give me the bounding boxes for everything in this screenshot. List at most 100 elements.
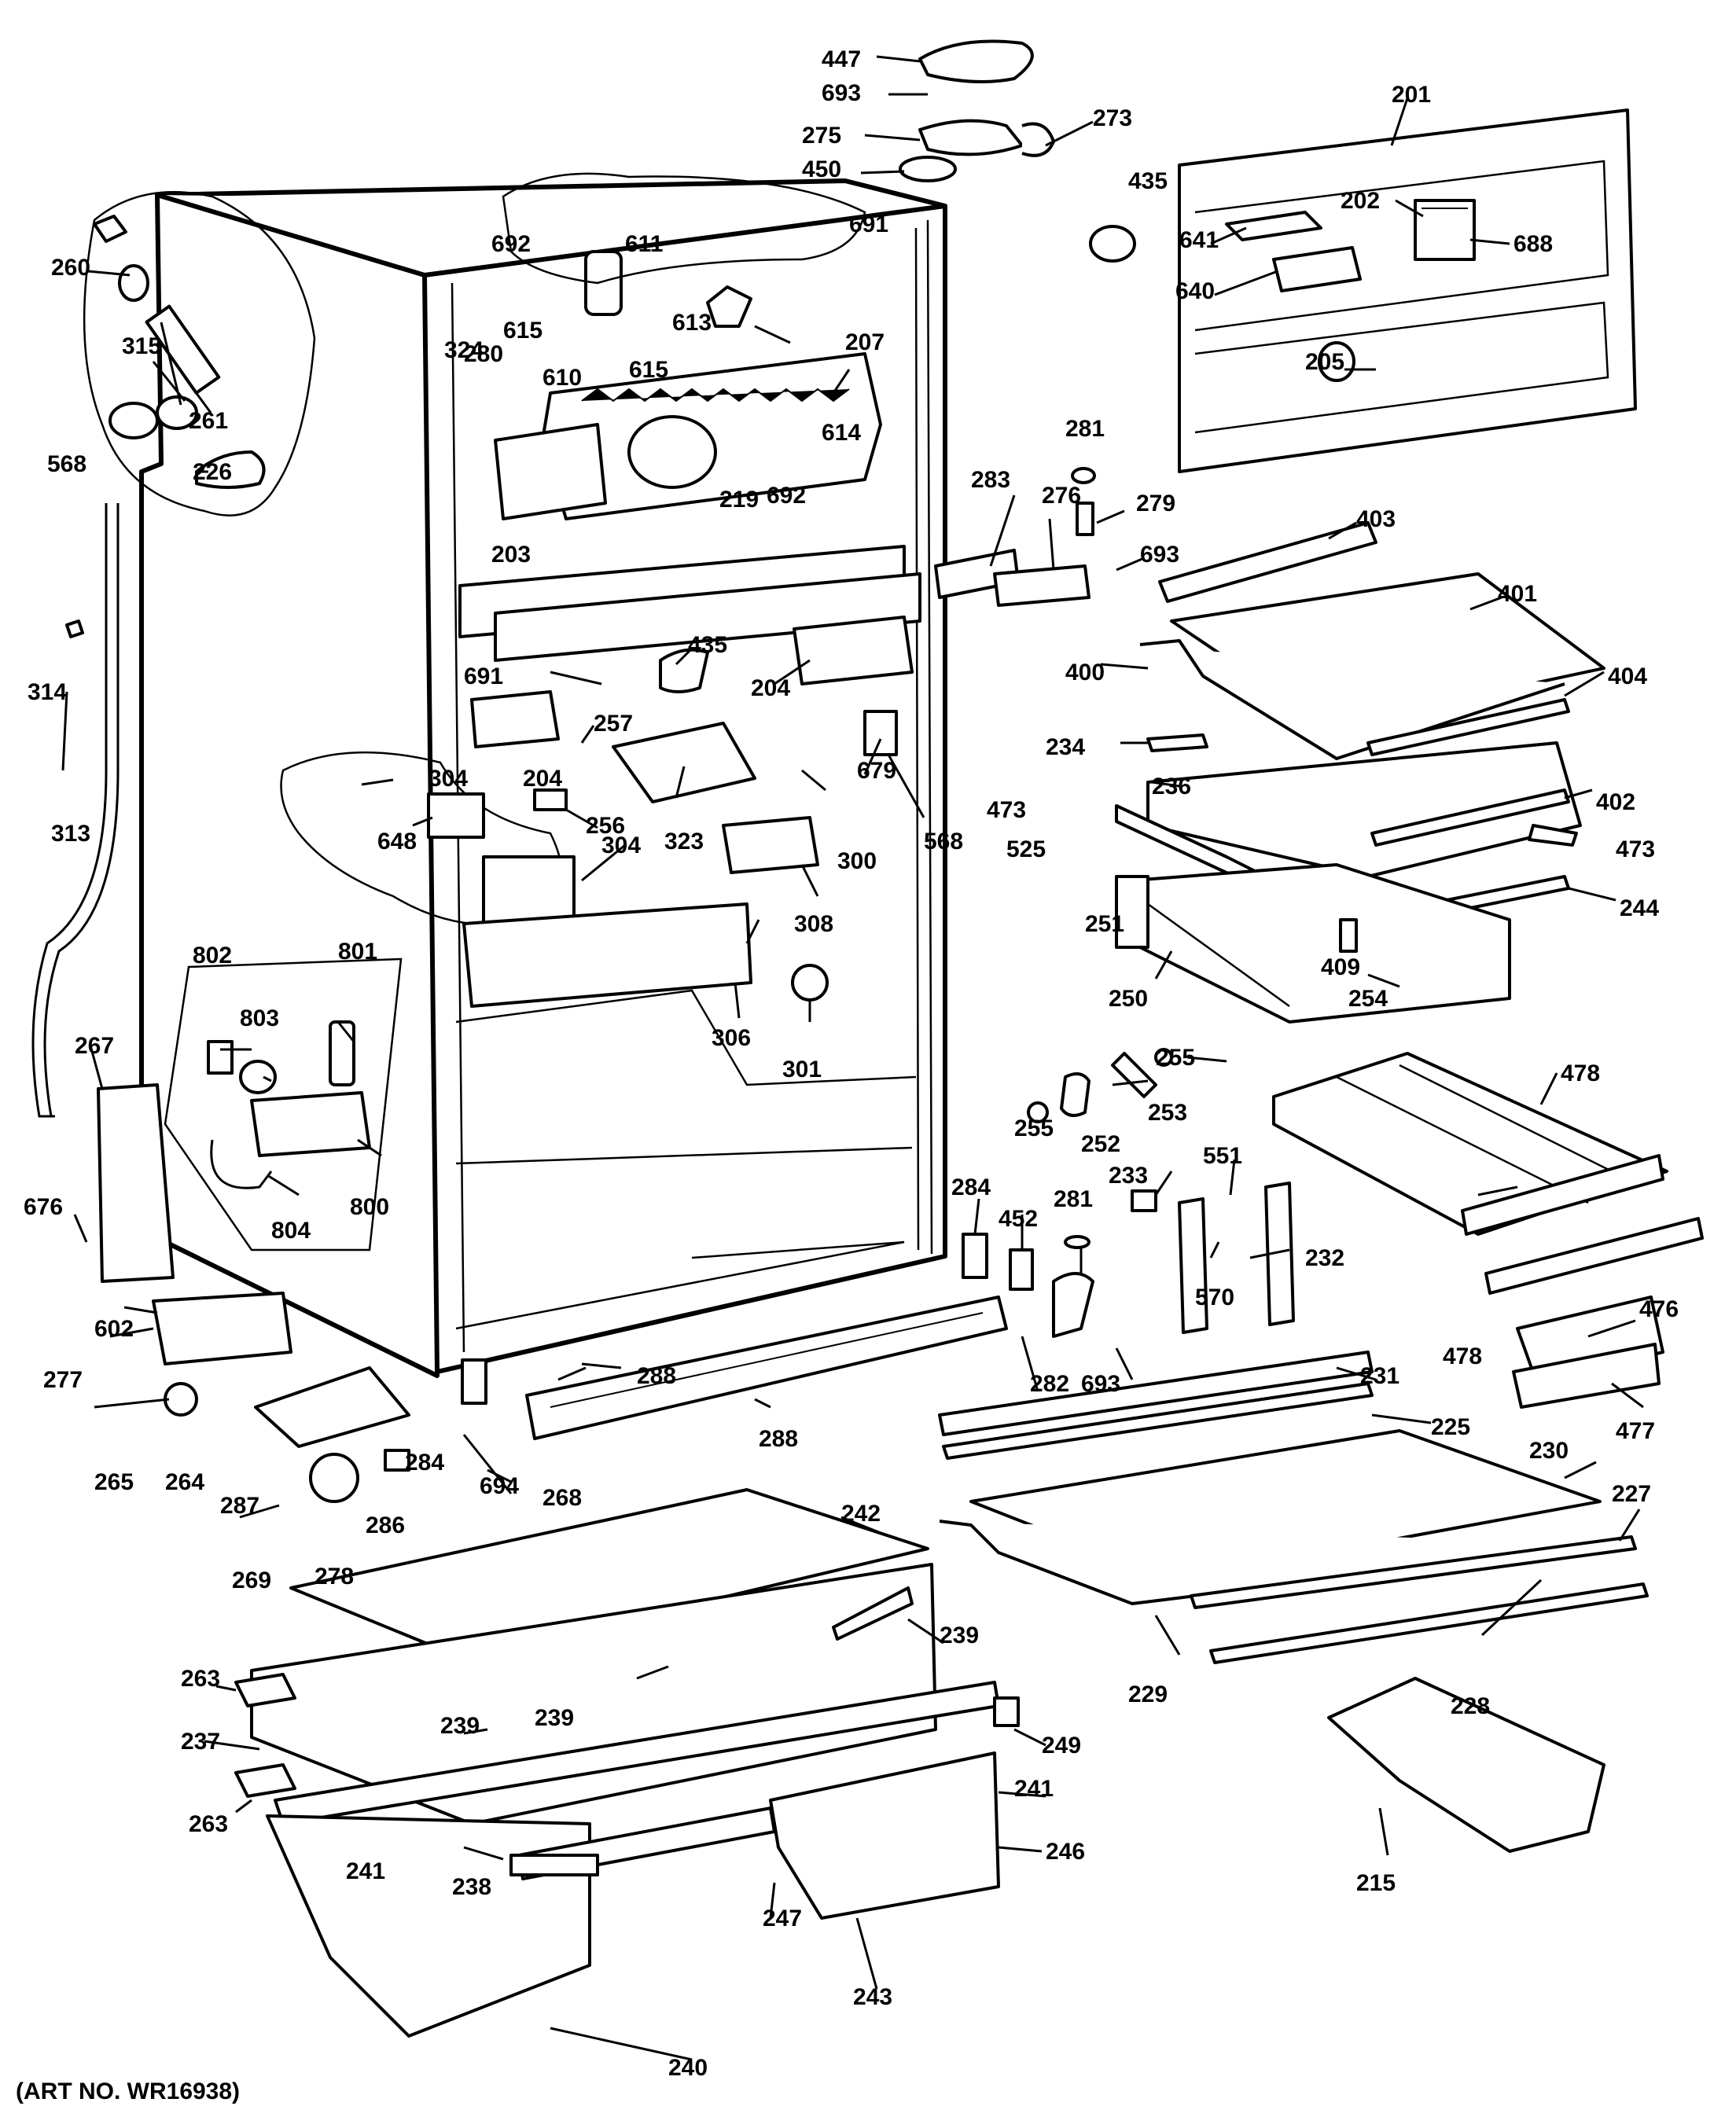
- freezer-back-panel: [1178, 108, 1637, 473]
- part-callout-473: 473: [987, 797, 1026, 823]
- part-callout-228: 228: [1451, 1693, 1490, 1719]
- part-callout-227: 227: [1612, 1481, 1651, 1507]
- part-callout-568: 568: [47, 451, 86, 477]
- part-callout-473: 473: [1616, 836, 1655, 862]
- part-callout-313: 313: [51, 821, 90, 847]
- bottom-grille-parts: [94, 1292, 1008, 1519]
- water-valve-parts: [31, 215, 266, 1118]
- part-callout-450: 450: [802, 156, 841, 182]
- part-callout-241: 241: [1014, 1776, 1054, 1802]
- part-callout-204: 204: [751, 675, 790, 701]
- part-callout-267: 267: [75, 1033, 114, 1059]
- part-callout-803: 803: [240, 1005, 279, 1031]
- part-callout-273: 273: [1093, 105, 1132, 131]
- part-callout-676: 676: [24, 1194, 63, 1220]
- part-callout-280: 280: [464, 341, 503, 367]
- part-callout-219: 219: [719, 487, 759, 513]
- part-callout-243: 243: [853, 1984, 892, 2010]
- part-callout-205: 205: [1305, 349, 1344, 375]
- part-callout-239: 239: [940, 1623, 979, 1648]
- part-callout-255: 255: [1014, 1115, 1054, 1141]
- part-callout-306: 306: [712, 1025, 751, 1051]
- hinge-and-shelves: [934, 467, 1605, 1024]
- part-callout-275: 275: [802, 123, 841, 149]
- part-callout-236: 236: [1152, 774, 1191, 799]
- part-callout-255: 255: [1156, 1045, 1195, 1071]
- part-callout-477: 477: [1616, 1418, 1655, 1444]
- part-callout-287: 287: [220, 1493, 259, 1519]
- part-callout-401: 401: [1498, 581, 1537, 607]
- part-callout-268: 268: [542, 1485, 582, 1511]
- part-callout-452: 452: [999, 1206, 1038, 1232]
- part-callout-525: 525: [1006, 836, 1046, 862]
- part-callout-694: 694: [480, 1473, 519, 1499]
- part-callout-568: 568: [924, 829, 963, 855]
- part-callout-315: 315: [122, 333, 161, 359]
- part-callout-286: 286: [366, 1512, 405, 1538]
- part-callout-804: 804: [271, 1218, 311, 1244]
- part-callout-551: 551: [1203, 1143, 1242, 1169]
- part-callout-276: 276: [1042, 483, 1081, 509]
- part-callout-215: 215: [1356, 1870, 1396, 1896]
- part-callout-308: 308: [794, 911, 833, 937]
- part-callout-278: 278: [314, 1564, 354, 1590]
- part-callout-478: 478: [1443, 1343, 1482, 1369]
- part-callout-688: 688: [1513, 231, 1553, 257]
- part-callout-314: 314: [28, 679, 67, 705]
- part-callout-801: 801: [338, 939, 377, 965]
- part-callout-265: 265: [94, 1469, 134, 1495]
- part-callout-692: 692: [767, 483, 806, 509]
- freezer-light-assembly: [899, 39, 1136, 263]
- part-callout-409: 409: [1321, 954, 1360, 980]
- part-callout-288: 288: [759, 1426, 798, 1452]
- door-bin: [1327, 1677, 1605, 1853]
- part-callout-239: 239: [440, 1713, 480, 1739]
- part-callout-478: 478: [1561, 1060, 1600, 1086]
- part-callout-201: 201: [1392, 82, 1431, 108]
- part-callout-257: 257: [594, 711, 633, 737]
- part-callout-611: 611: [625, 231, 663, 257]
- side-cover-panel: [97, 1083, 175, 1283]
- part-callout-244: 244: [1620, 895, 1659, 921]
- part-callout-323: 323: [664, 829, 704, 855]
- part-callout-253: 253: [1148, 1100, 1187, 1126]
- part-callout-402: 402: [1596, 789, 1635, 815]
- part-callout-435: 435: [688, 632, 727, 658]
- part-callout-648: 648: [377, 829, 417, 855]
- part-callout-282: 282: [1030, 1371, 1069, 1397]
- part-callout-614: 614: [822, 420, 861, 446]
- part-callout-693: 693: [1081, 1371, 1120, 1397]
- part-callout-251: 251: [1085, 911, 1124, 937]
- part-callout-301: 301: [782, 1057, 822, 1082]
- part-callout-204: 204: [523, 766, 562, 792]
- part-callout-476: 476: [1639, 1296, 1679, 1322]
- part-callout-246: 246: [1046, 1839, 1085, 1865]
- art-number: (ART NO. WR16938): [16, 2078, 240, 2104]
- part-callout-640: 640: [1175, 278, 1215, 304]
- part-callout-693: 693: [822, 80, 861, 106]
- leader-lines: [61, 55, 1644, 2061]
- part-callout-615: 615: [503, 318, 542, 344]
- part-callout-693: 693: [1140, 542, 1179, 568]
- part-callout-202: 202: [1341, 188, 1380, 214]
- part-callout-679: 679: [857, 758, 896, 784]
- control-parts: [427, 616, 914, 1008]
- part-callout-249: 249: [1042, 1733, 1081, 1759]
- part-callout-231: 231: [1360, 1363, 1399, 1389]
- part-callout-447: 447: [822, 46, 861, 72]
- part-callout-277: 277: [43, 1367, 83, 1393]
- part-callout-207: 207: [845, 329, 885, 355]
- part-callout-225: 225: [1431, 1414, 1470, 1440]
- part-callout-269: 269: [232, 1568, 271, 1593]
- part-callout-304: 304: [601, 832, 641, 858]
- evaporator-fan-assembly: [494, 250, 882, 520]
- part-callout-247: 247: [763, 1906, 802, 1931]
- part-callout-288: 288: [637, 1363, 676, 1389]
- part-callout-802: 802: [193, 943, 232, 968]
- part-callout-283: 283: [971, 467, 1010, 493]
- part-callout-284: 284: [405, 1450, 444, 1476]
- part-callout-263: 263: [189, 1811, 228, 1837]
